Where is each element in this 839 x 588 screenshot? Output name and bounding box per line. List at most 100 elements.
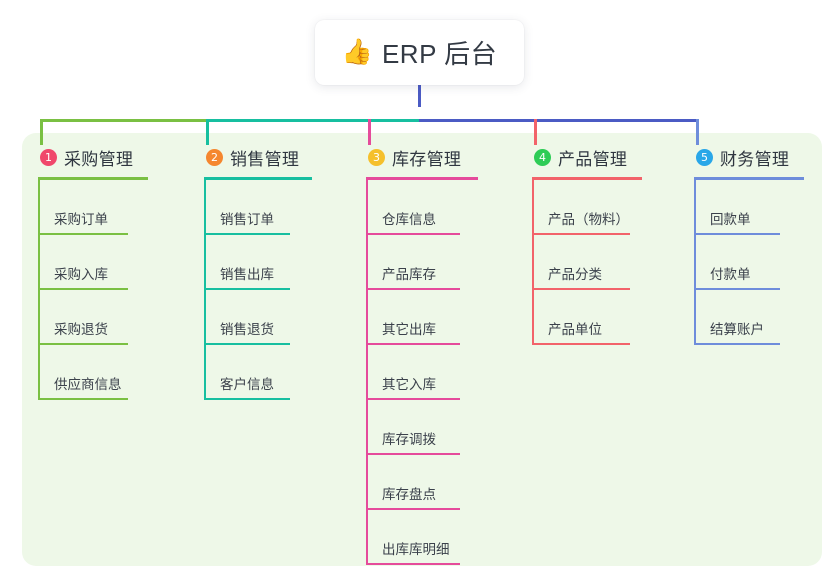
drop-connector-3 xyxy=(368,119,371,145)
list-item[interactable]: 其它入库 xyxy=(368,345,508,400)
list-item-rule xyxy=(368,398,460,400)
list-item-rule xyxy=(368,563,460,565)
column-header-5[interactable]: 5 财务管理 xyxy=(686,145,826,169)
diagram-background-panel xyxy=(22,133,822,566)
column-header-3[interactable]: 3 库存管理 xyxy=(358,145,508,169)
list-item-label: 库存盘点 xyxy=(382,486,436,502)
list-item-label: 其它入库 xyxy=(382,376,436,392)
list-item[interactable]: 其它出库 xyxy=(368,290,508,345)
column-items: 仓库信息产品库存其它出库其它入库库存调拨库存盘点出库库明细 xyxy=(366,180,508,565)
column-spine xyxy=(532,180,534,345)
list-item-label: 客户信息 xyxy=(220,376,274,392)
list-item-label: 采购退货 xyxy=(54,321,108,337)
column-items: 产品（物料） 产品分类产品单位 xyxy=(532,180,674,345)
list-item[interactable]: 产品单位 xyxy=(534,290,674,345)
column-title: 产品管理 xyxy=(558,149,628,169)
list-item[interactable]: 产品库存 xyxy=(368,235,508,290)
number-badge-icon: 1 xyxy=(40,148,57,166)
list-item[interactable]: 采购入库 xyxy=(40,235,180,290)
list-item-rule xyxy=(534,343,630,345)
thumbs-up-icon: 👍 xyxy=(341,38,373,66)
list-item-rule xyxy=(206,398,290,400)
list-item-rule xyxy=(40,398,128,400)
list-item-label: 供应商信息 xyxy=(54,376,122,392)
list-item-label: 其它出库 xyxy=(382,321,436,337)
column-items: 销售订单销售出库销售退货客户信息 xyxy=(204,180,346,400)
list-item[interactable]: 出库库明细 xyxy=(368,510,508,565)
column-1: 1 采购管理采购订单采购入库采购退货供应商信息 xyxy=(30,145,180,400)
column-5: 5 财务管理回款单付款单结算账户 xyxy=(686,145,826,345)
list-item-label: 仓库信息 xyxy=(382,211,436,227)
list-item-label: 销售出库 xyxy=(220,266,274,282)
column-header-rule xyxy=(38,177,148,180)
column-spine xyxy=(366,180,368,565)
list-item[interactable]: 仓库信息 xyxy=(368,180,508,235)
list-item-rule xyxy=(534,233,630,235)
list-item-label: 结算账户 xyxy=(710,321,764,337)
list-item[interactable]: 结算账户 xyxy=(696,290,826,345)
list-item-rule xyxy=(368,233,460,235)
column-header-1[interactable]: 1 采购管理 xyxy=(30,145,180,169)
column-title: 库存管理 xyxy=(392,149,462,169)
list-item-rule xyxy=(40,233,128,235)
list-item-rule xyxy=(368,508,460,510)
root-stem-connector xyxy=(418,85,421,107)
column-header-rule xyxy=(204,177,312,180)
list-item-rule xyxy=(368,288,460,290)
list-item-rule xyxy=(696,288,780,290)
list-item[interactable]: 销售订单 xyxy=(206,180,346,235)
list-item-rule xyxy=(206,233,290,235)
list-item[interactable]: 付款单 xyxy=(696,235,826,290)
root-node[interactable]: 👍 ERP 后台 xyxy=(315,20,524,85)
list-item-rule xyxy=(534,288,630,290)
list-item-rule xyxy=(206,288,290,290)
drop-connector-4 xyxy=(534,119,537,145)
list-item[interactable]: 销售退货 xyxy=(206,290,346,345)
bus-segment-3 xyxy=(419,119,699,122)
list-item-rule xyxy=(40,343,128,345)
root-title: ERP 后台 xyxy=(381,39,498,69)
column-header-rule xyxy=(532,177,642,180)
list-item-rule xyxy=(206,343,290,345)
drop-connector-2 xyxy=(206,119,209,145)
column-items: 回款单付款单结算账户 xyxy=(694,180,826,345)
list-item-rule xyxy=(368,343,460,345)
drop-connector-5 xyxy=(696,119,699,145)
list-item[interactable]: 客户信息 xyxy=(206,345,346,400)
list-item-label: 出库库明细 xyxy=(382,541,450,557)
column-items: 采购订单采购入库采购退货供应商信息 xyxy=(38,180,180,400)
list-item-label: 采购入库 xyxy=(54,266,108,282)
column-title: 财务管理 xyxy=(720,149,790,169)
list-item-label: 销售订单 xyxy=(220,211,274,227)
list-item[interactable]: 销售出库 xyxy=(206,235,346,290)
list-item-rule xyxy=(696,343,780,345)
list-item-label: 产品库存 xyxy=(382,266,436,282)
list-item-label: 产品（物料） xyxy=(548,211,629,227)
number-badge-icon: 5 xyxy=(696,148,713,166)
list-item[interactable]: 采购订单 xyxy=(40,180,180,235)
column-spine xyxy=(204,180,206,400)
list-item[interactable]: 供应商信息 xyxy=(40,345,180,400)
column-spine xyxy=(694,180,696,345)
column-title: 销售管理 xyxy=(230,149,300,169)
list-item[interactable]: 库存盘点 xyxy=(368,455,508,510)
list-item-label: 产品单位 xyxy=(548,321,602,337)
column-spine xyxy=(38,180,40,400)
list-item-label: 回款单 xyxy=(710,211,751,227)
drop-connector-1 xyxy=(40,119,43,145)
list-item[interactable]: 回款单 xyxy=(696,180,826,235)
column-title: 采购管理 xyxy=(64,149,134,169)
bus-segment-2 xyxy=(206,119,419,122)
list-item-rule xyxy=(368,453,460,455)
list-item[interactable]: 产品分类 xyxy=(534,235,674,290)
list-item[interactable]: 采购退货 xyxy=(40,290,180,345)
list-item-label: 销售退货 xyxy=(220,321,274,337)
list-item[interactable]: 库存调拨 xyxy=(368,400,508,455)
number-badge-icon: 3 xyxy=(368,148,385,166)
list-item-label: 产品分类 xyxy=(548,266,602,282)
list-item[interactable]: 产品（物料） xyxy=(534,180,674,235)
column-header-rule xyxy=(694,177,804,180)
